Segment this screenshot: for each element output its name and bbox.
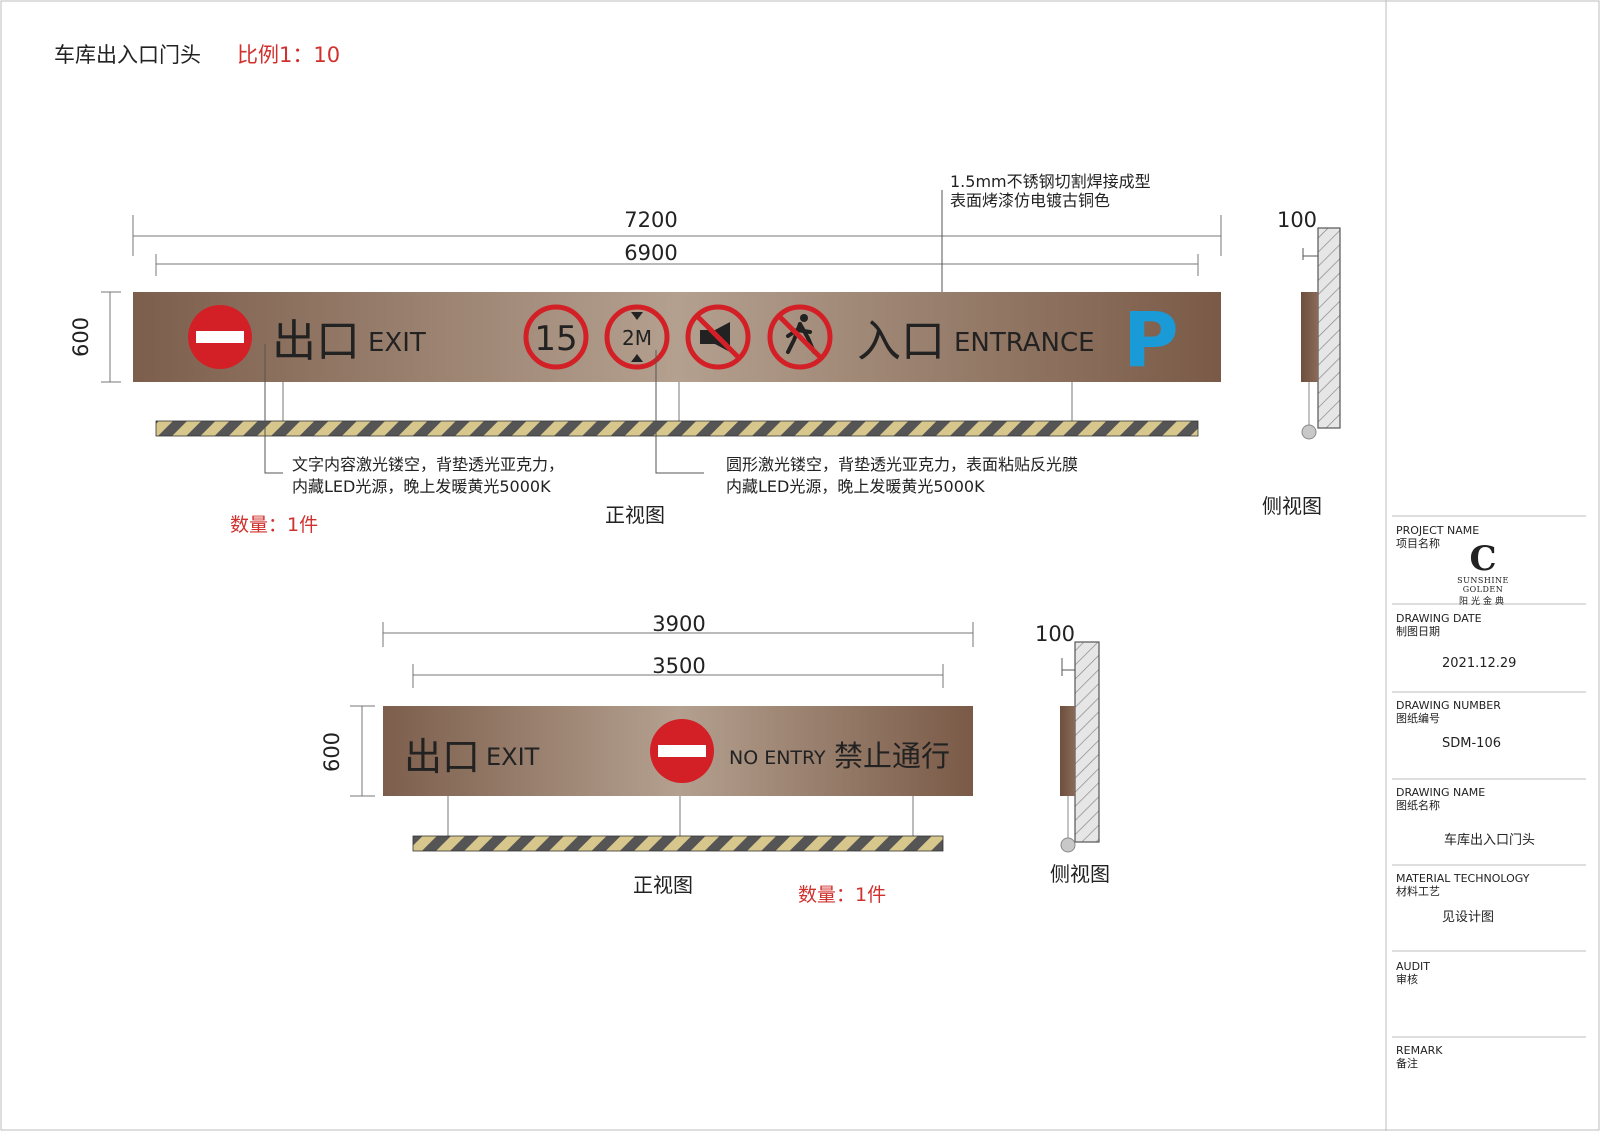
- sign1-height: 600: [69, 317, 93, 357]
- sign2-front-view-label: 正视图: [633, 873, 693, 897]
- logo-en: SUNSHINE GOLDEN: [1457, 576, 1509, 594]
- height-limit-value: 2M: [622, 326, 652, 350]
- audit-en: AUDIT: [1396, 960, 1431, 973]
- sign1-no-entry-icon: [188, 305, 252, 369]
- material-label: MATERIAL TECHNOLOGY 材料工艺: [1396, 872, 1529, 898]
- drawing-date-value: 2021.12.29: [1442, 656, 1517, 671]
- audit-cn: 审核: [1396, 973, 1418, 986]
- no-horn-icon: [685, 304, 751, 370]
- project-name-label: PROJECT NAME 项目名称: [1396, 524, 1479, 550]
- sign1-exit-en: EXIT: [368, 328, 426, 358]
- sign2-hazard-bar: [412, 835, 944, 852]
- sign1-side-width: 100: [1277, 208, 1317, 232]
- material-value: 见设计图: [1442, 910, 1495, 925]
- sign1-width-inner: 6900: [624, 241, 677, 265]
- drawing-number-en: DRAWING NUMBER: [1396, 699, 1501, 712]
- sign1-note-leaders: [264, 344, 704, 474]
- sign1-material-note-2: 表面烤漆仿电镀古铜色: [950, 191, 1110, 210]
- sign2-side-width: 100: [1035, 622, 1075, 646]
- sign1-quantity: 数量：1件: [230, 514, 318, 536]
- height-limit-icon: [604, 304, 670, 370]
- drawing-date-cn: 制图日期: [1396, 625, 1440, 638]
- sign2-quantity: 数量：1件: [798, 884, 886, 906]
- sign1-side-view-label: 侧视图: [1262, 494, 1322, 518]
- sign2-width-outer: 3900: [652, 612, 705, 636]
- sign1-text-note-2: 内藏LED光源，晚上发暖黄光5000K: [292, 477, 551, 496]
- sign1-entrance-en: ENTRANCE: [954, 328, 1095, 358]
- sign2-side-view-label: 侧视图: [1050, 862, 1110, 886]
- sign2-exit-cn: 出口: [404, 735, 480, 779]
- sign1-circle-note-2: 内藏LED光源，晚上发暖黄光5000K: [726, 477, 985, 496]
- project-name-en: PROJECT NAME: [1396, 524, 1480, 537]
- sunshine-golden-logo: C SUNSHINE GOLDEN 阳光金典: [1438, 542, 1528, 607]
- material-cn: 材料工艺: [1396, 885, 1440, 898]
- sign1-text-note-1: 文字内容激光镂空，背垫透光亚克力，: [292, 455, 564, 474]
- sign1-dimensions: [101, 215, 1222, 383]
- sign2-no-entry-en: NO ENTRY: [729, 747, 826, 769]
- sign2-side-view: [1060, 641, 1100, 853]
- drawing-number-cn: 图纸编号: [1396, 712, 1440, 725]
- sign1-hanging-rods: [282, 382, 1073, 421]
- material-en: MATERIAL TECHNOLOGY: [1396, 872, 1530, 885]
- sign2-dimensions: [350, 622, 974, 797]
- no-pedestrian-icon: [767, 304, 833, 370]
- drawing-number-label: DRAWING NUMBER 图纸编号: [1396, 699, 1501, 725]
- sign1-exit-cn: 出口: [272, 316, 360, 367]
- sign2-no-entry-icon: [650, 719, 714, 783]
- logo-cn: 阳光金典: [1458, 597, 1507, 607]
- sign2-width-inner: 3500: [652, 654, 705, 678]
- logo-mark: C: [1469, 539, 1497, 579]
- speed-limit-value: 15: [534, 319, 577, 359]
- title-block: PROJECT NAME 项目名称 C SUNSHINE GOLDEN 阳光金典…: [1386, 0, 1600, 1131]
- remark-label: REMARK 备注: [1396, 1044, 1442, 1070]
- drawing-name-label: DRAWING NAME 图纸名称: [1396, 786, 1485, 812]
- sign1-circle-note-1: 圆形激光镂空，背垫透光亚克力，表面粘贴反光膜: [726, 455, 1078, 474]
- sign1-hazard-bar: [155, 420, 1199, 437]
- drawing-scale: 比例1：10: [237, 43, 340, 67]
- drawing-name-value: 车库出入口门头: [1444, 833, 1536, 848]
- remark-en: REMARK: [1396, 1044, 1443, 1057]
- audit-label: AUDIT 审核: [1396, 960, 1430, 986]
- sign1-width-outer: 7200: [624, 208, 677, 232]
- sign1-material-note-1: 1.5mm不锈钢切割焊接成型: [950, 172, 1151, 191]
- sign2-no-entry-cn: 禁止通行: [834, 739, 950, 773]
- drawing-date-en: DRAWING DATE: [1396, 612, 1482, 625]
- drawing-name-cn: 图纸名称: [1396, 799, 1440, 812]
- sign1-side-view: [1301, 227, 1341, 440]
- sign2-height: 600: [320, 732, 344, 772]
- sign1-front-view-label: 正视图: [605, 503, 665, 527]
- sign1-entrance-cn: 入口: [857, 316, 945, 367]
- drawing-date-label: DRAWING DATE 制图日期: [1396, 612, 1482, 638]
- sign2-exit-en: EXIT: [486, 743, 540, 771]
- sign1-panel: [133, 292, 1221, 382]
- remark-cn: 备注: [1396, 1057, 1418, 1070]
- parking-p-icon: P: [1123, 295, 1179, 384]
- drawing-number-value: SDM-106: [1442, 736, 1501, 751]
- sign2-hanging-rods: [447, 796, 914, 836]
- title-block-lines: [1385, 0, 1586, 1131]
- drawing-name-en: DRAWING NAME: [1396, 786, 1486, 799]
- speed-limit-icon: [523, 304, 589, 370]
- drawing-title: 车库出入口门头: [54, 43, 201, 67]
- project-name-cn: 项目名称: [1396, 537, 1440, 550]
